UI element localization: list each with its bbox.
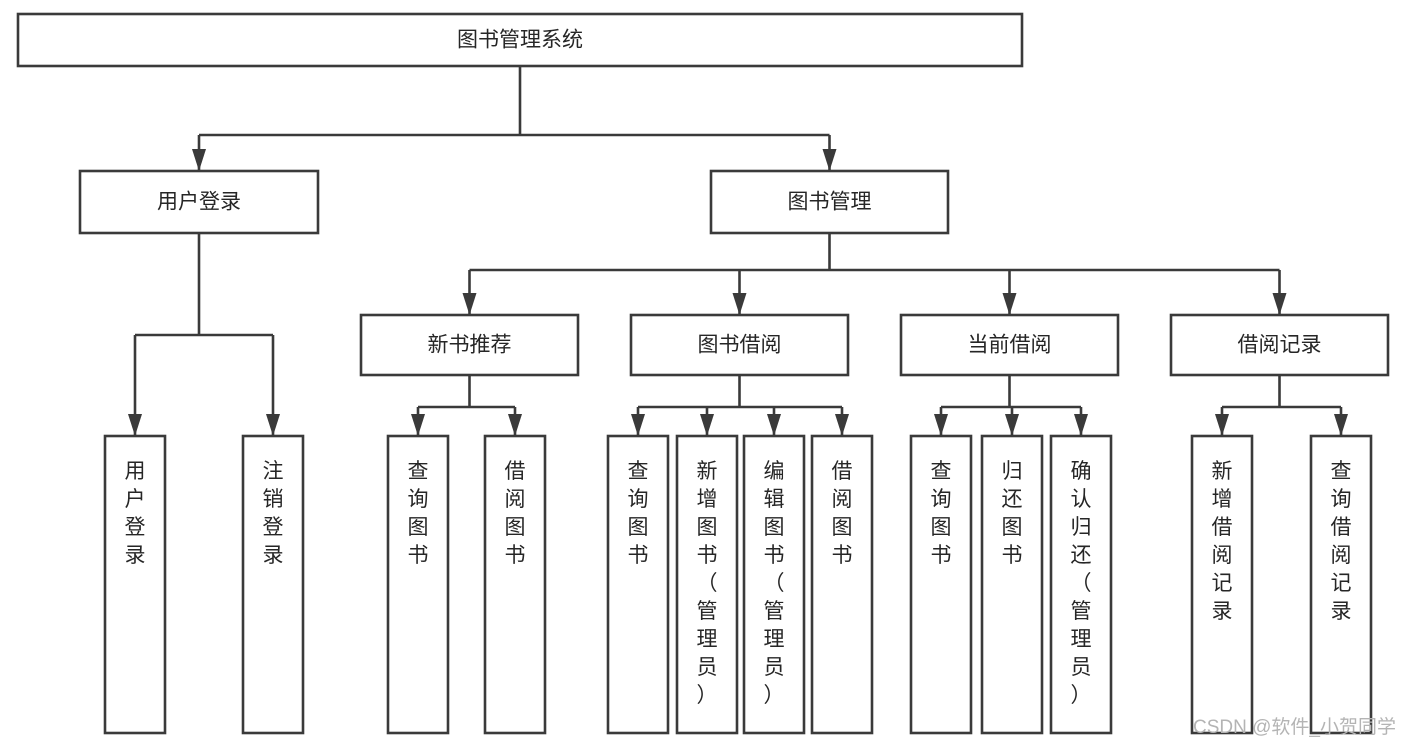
node-book-management[interactable]: 图书管理 bbox=[709, 169, 950, 235]
node-br-query-record[interactable]: 查询借阅记录 bbox=[1309, 434, 1373, 735]
connector-arrowhead bbox=[631, 414, 645, 436]
connector-arrowhead bbox=[934, 414, 948, 436]
node-box-bb-edit-book[interactable] bbox=[742, 434, 806, 735]
node-label-nbr-query-book: 查询图书 bbox=[408, 460, 429, 567]
connector-arrowhead bbox=[822, 149, 837, 171]
node-box-current-borrow[interactable] bbox=[899, 313, 1120, 377]
connector-arrowhead bbox=[411, 414, 425, 436]
nodes-layer: 图书管理系统用户登录用户登录注销登录图书管理新书推荐查询图书借阅图书图书借阅查询… bbox=[16, 12, 1390, 735]
connector-arrowhead bbox=[1074, 414, 1088, 436]
node-user-logout-action[interactable]: 注销登录 bbox=[241, 434, 305, 735]
node-cb-query-book[interactable]: 查询图书 bbox=[909, 434, 973, 735]
node-nbr-borrow-book[interactable]: 借阅图书 bbox=[483, 434, 547, 735]
node-box-br-query-record[interactable] bbox=[1309, 434, 1373, 735]
connector-arrowhead bbox=[700, 414, 714, 436]
node-label-nbr-borrow-book: 借阅图书 bbox=[505, 460, 526, 567]
node-box-borrow-record[interactable] bbox=[1169, 313, 1390, 377]
node-label-bb-edit-book: 编辑图书（管理员） bbox=[764, 460, 785, 707]
node-label-user-logout-action: 注销登录 bbox=[263, 460, 284, 567]
node-bb-borrow-book[interactable]: 借阅图书 bbox=[810, 434, 874, 735]
connector-arrowhead bbox=[767, 414, 781, 436]
node-br-add-record[interactable]: 新增借阅记录 bbox=[1190, 434, 1254, 735]
node-label-bb-borrow-book: 借阅图书 bbox=[832, 460, 853, 567]
node-box-nbr-borrow-book[interactable] bbox=[483, 434, 547, 735]
node-nbr-query-book[interactable]: 查询图书 bbox=[386, 434, 450, 735]
node-user-login-action[interactable]: 用户登录 bbox=[103, 434, 167, 735]
connector-arrowhead bbox=[462, 293, 477, 315]
connector-arrowhead bbox=[1272, 293, 1287, 315]
node-user-login[interactable]: 用户登录 bbox=[78, 169, 320, 235]
node-label-user-login-action: 用户登录 bbox=[125, 460, 146, 567]
node-label-book-borrow: 图书借阅 bbox=[698, 334, 782, 357]
node-box-cb-return-book[interactable] bbox=[980, 434, 1044, 735]
node-bb-query-book[interactable]: 查询图书 bbox=[606, 434, 670, 735]
node-box-br-add-record[interactable] bbox=[1190, 434, 1254, 735]
connector-arrowhead bbox=[1215, 414, 1229, 436]
node-label-book-management: 图书管理 bbox=[788, 191, 872, 214]
node-box-root[interactable] bbox=[16, 12, 1024, 68]
node-box-bb-add-book[interactable] bbox=[675, 434, 739, 735]
connector-arrowhead bbox=[1005, 414, 1019, 436]
node-label-user-login: 用户登录 bbox=[157, 191, 241, 214]
node-cb-confirm-return[interactable]: 确认归还（管理员） bbox=[1049, 434, 1113, 735]
node-box-new-book-recommend[interactable] bbox=[359, 313, 580, 377]
node-label-new-book-recommend: 新书推荐 bbox=[428, 334, 512, 357]
connector-arrowhead bbox=[192, 149, 206, 171]
connector-arrowhead bbox=[1334, 414, 1348, 436]
node-root[interactable]: 图书管理系统 bbox=[16, 12, 1024, 68]
node-box-user-logout-action[interactable] bbox=[241, 434, 305, 735]
node-label-br-add-record: 新增借阅记录 bbox=[1212, 460, 1233, 623]
node-cb-return-book[interactable]: 归还图书 bbox=[980, 434, 1044, 735]
node-box-bb-query-book[interactable] bbox=[606, 434, 670, 735]
node-bb-add-book[interactable]: 新增图书（管理员） bbox=[675, 434, 739, 735]
node-box-book-management[interactable] bbox=[709, 169, 950, 235]
connector-arrowhead bbox=[266, 414, 280, 436]
node-book-borrow[interactable]: 图书借阅 bbox=[629, 313, 850, 377]
connectors-layer bbox=[128, 66, 1348, 436]
node-current-borrow[interactable]: 当前借阅 bbox=[899, 313, 1120, 377]
node-label-cb-query-book: 查询图书 bbox=[931, 460, 952, 567]
node-box-user-login-action[interactable] bbox=[103, 434, 167, 735]
node-label-cb-return-book: 归还图书 bbox=[1002, 460, 1023, 567]
connector-arrowhead bbox=[835, 414, 849, 436]
node-box-bb-borrow-book[interactable] bbox=[810, 434, 874, 735]
connector-arrowhead bbox=[732, 293, 747, 315]
node-box-nbr-query-book[interactable] bbox=[386, 434, 450, 735]
connector-arrowhead bbox=[128, 414, 142, 436]
node-box-book-borrow[interactable] bbox=[629, 313, 850, 377]
node-bb-edit-book[interactable]: 编辑图书（管理员） bbox=[742, 434, 806, 735]
node-label-current-borrow: 当前借阅 bbox=[968, 334, 1052, 357]
node-borrow-record[interactable]: 借阅记录 bbox=[1169, 313, 1390, 377]
node-box-cb-query-book[interactable] bbox=[909, 434, 973, 735]
node-box-cb-confirm-return[interactable] bbox=[1049, 434, 1113, 735]
node-label-bb-add-book: 新增图书（管理员） bbox=[697, 460, 718, 707]
watermark-label: CSDN @软件_小贺同学 bbox=[1193, 716, 1396, 738]
node-box-user-login[interactable] bbox=[78, 169, 320, 235]
node-label-bb-query-book: 查询图书 bbox=[628, 460, 649, 567]
connector-arrowhead bbox=[508, 414, 522, 436]
node-label-br-query-record: 查询借阅记录 bbox=[1331, 460, 1352, 623]
node-label-root: 图书管理系统 bbox=[457, 29, 583, 52]
connector-arrowhead bbox=[1002, 293, 1017, 315]
node-label-borrow-record: 借阅记录 bbox=[1238, 334, 1322, 357]
node-new-book-recommend[interactable]: 新书推荐 bbox=[359, 313, 580, 377]
node-label-cb-confirm-return: 确认归还（管理员） bbox=[1071, 460, 1092, 707]
